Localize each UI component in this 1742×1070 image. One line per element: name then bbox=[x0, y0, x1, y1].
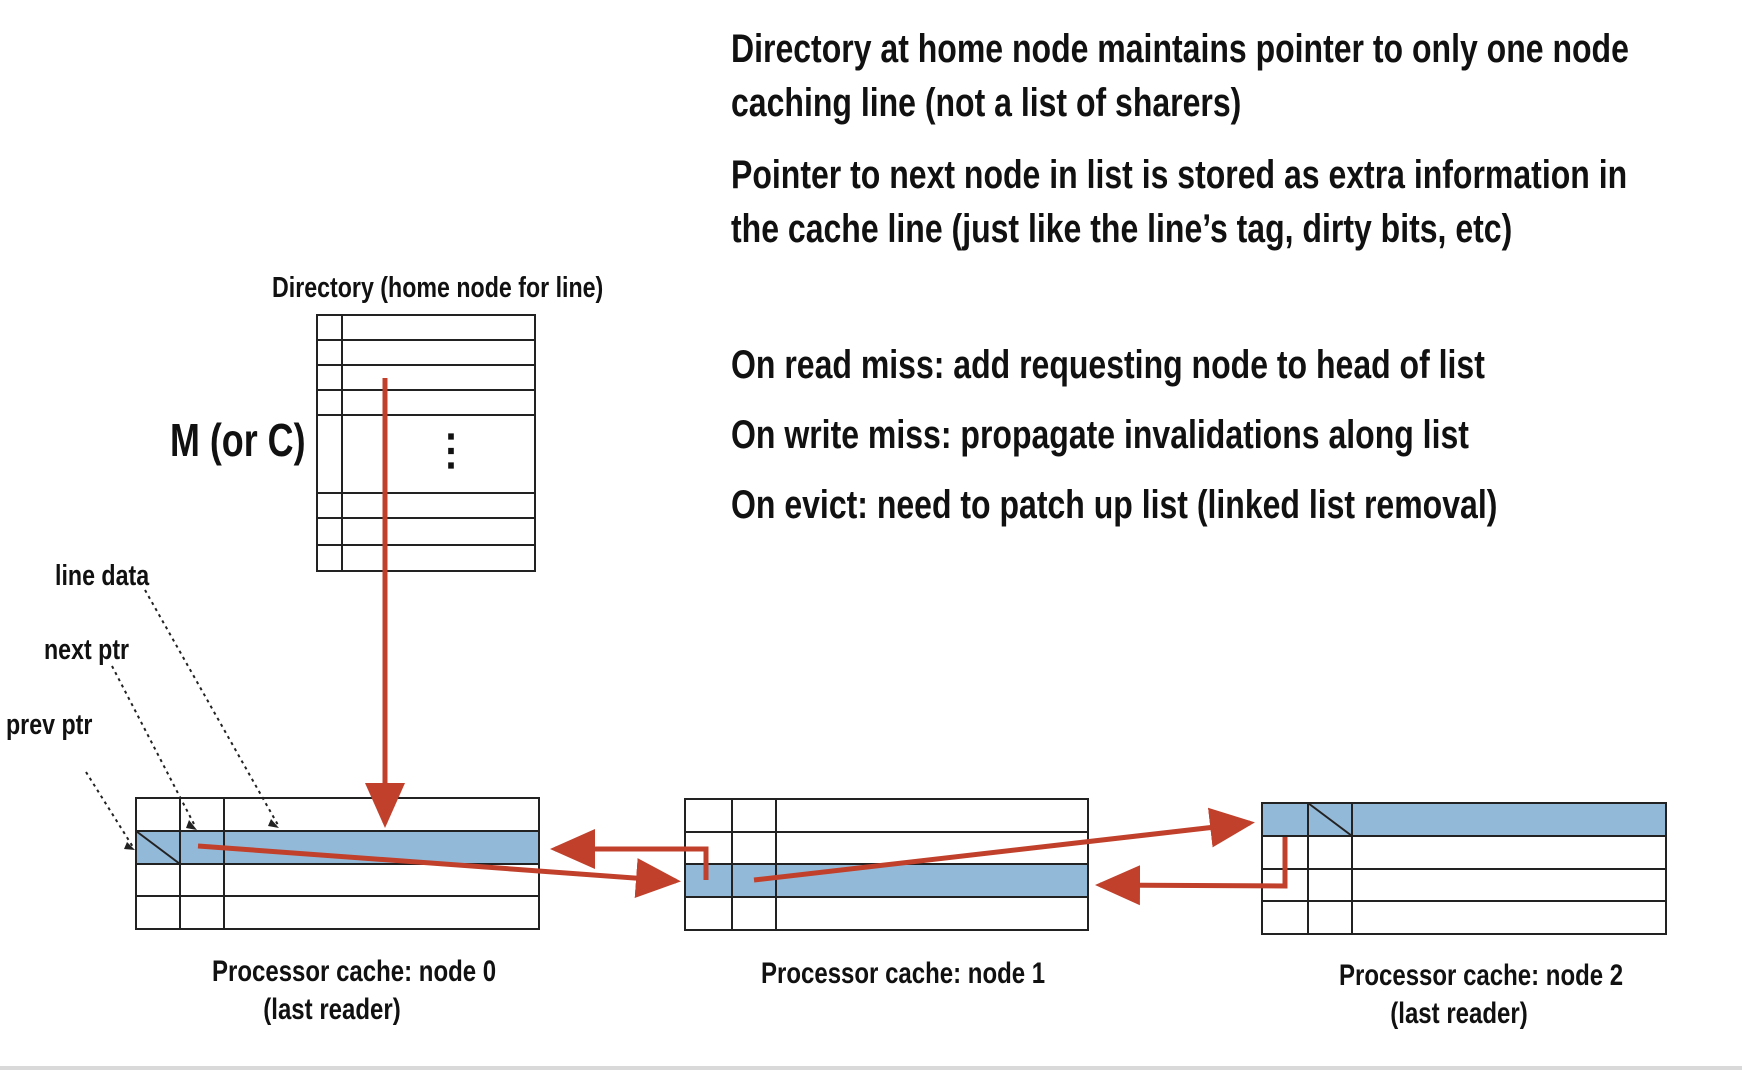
heading-p2-line1: Pointer to next node in list is stored a… bbox=[731, 153, 1628, 197]
node0-caption-title: Processor cache: node 0 bbox=[212, 955, 497, 988]
next-ptr-leader-tip bbox=[186, 820, 197, 830]
heading-p1-line1: Directory at home node maintains pointer… bbox=[731, 27, 1629, 71]
legend-leader-lines bbox=[85, 589, 279, 848]
node0-caption-role: (last reader) bbox=[263, 993, 401, 1026]
node1-caption: Processor cache: node 1 bbox=[731, 955, 1046, 993]
next-ptr-leader bbox=[111, 665, 196, 827]
evict-text: On evict: need to patch up list (linked … bbox=[731, 483, 1498, 527]
prev-ptr-leader bbox=[85, 771, 134, 848]
prev-ptr-leader-tip bbox=[124, 842, 135, 850]
pointer-arrows bbox=[197, 378, 1288, 906]
read-miss-text: On read miss: add requesting node to hea… bbox=[731, 343, 1485, 387]
miss-handling-list: On read miss: add requesting node to hea… bbox=[731, 330, 1731, 540]
line-data-leader-tip bbox=[268, 819, 279, 828]
node0-caption: Processor cache: node 0 (last reader) bbox=[182, 953, 497, 1029]
heading-p2-line2: the cache line (just like the line’s tag… bbox=[731, 207, 1513, 251]
node1-caption-title: Processor cache: node 1 bbox=[761, 957, 1046, 990]
heading-p1-line2: caching line (not a list of sharers) bbox=[731, 81, 1242, 125]
directory-title: Directory (home node for line) bbox=[272, 272, 604, 304]
node1-prev-to-node0-arrow bbox=[550, 829, 709, 880]
node2-caption-title: Processor cache: node 2 bbox=[1339, 959, 1624, 992]
write-miss-text: On write miss: propagate invalidations a… bbox=[731, 413, 1469, 457]
node0-next-to-node1-arrow bbox=[197, 843, 681, 899]
prev-ptr-label: prev ptr bbox=[6, 709, 93, 741]
node0-cache-table bbox=[135, 797, 540, 930]
directory-table bbox=[316, 314, 536, 572]
next-ptr-label: next ptr bbox=[44, 634, 130, 666]
line-data-leader bbox=[144, 589, 279, 826]
node1-next-to-node2-arrow bbox=[753, 807, 1255, 883]
bottom-divider bbox=[0, 1066, 1742, 1070]
directory-state-label: M (or C) bbox=[170, 414, 306, 466]
node2-caption: Processor cache: node 2 (last reader) bbox=[1309, 957, 1624, 1033]
heading-text: Directory at home node maintains pointer… bbox=[731, 22, 1731, 256]
directory-ellipsis: ⋮ bbox=[430, 426, 472, 473]
node2-cache-table bbox=[1261, 802, 1667, 935]
node2-prev-to-node1-arrow bbox=[1095, 837, 1288, 906]
node2-caption-role: (last reader) bbox=[1390, 997, 1528, 1030]
line-data-label: line data bbox=[55, 560, 150, 592]
